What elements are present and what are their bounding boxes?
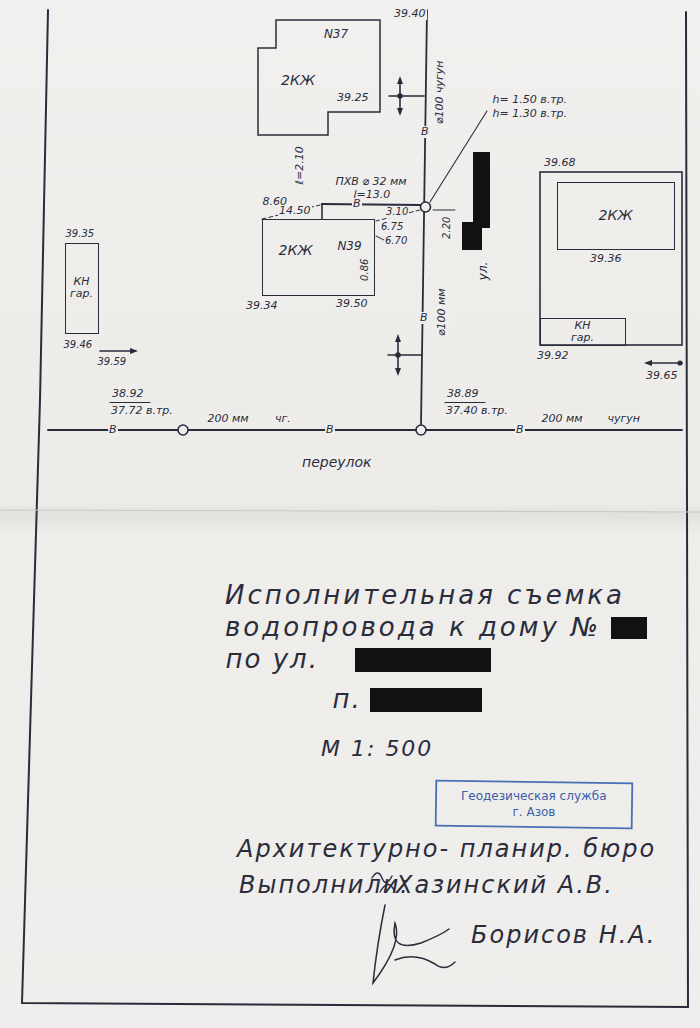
plan-label: В xyxy=(325,424,335,437)
elevation-arrow xyxy=(644,360,652,366)
plan-label: В xyxy=(420,126,430,139)
service-pipe xyxy=(321,204,323,219)
building-label: КН гар. xyxy=(68,276,96,299)
redaction xyxy=(611,617,647,639)
plan-label: п. xyxy=(332,685,363,715)
stamp-frame xyxy=(436,781,633,829)
title-text: Исполнительная съемка водопровода к дому… xyxy=(225,580,625,642)
plan-label: 6.70 xyxy=(384,235,408,247)
valve-symbol xyxy=(388,354,422,356)
plan-label: 200 мм xyxy=(207,413,250,426)
plan-label: Архитектурно- планир. бюро xyxy=(236,836,657,864)
plan-label: Хазинский А.В. xyxy=(395,872,615,900)
plan-label: 39.40 xyxy=(393,8,427,21)
valve-symbol xyxy=(395,334,401,342)
plan-label: 38.92 xyxy=(111,388,145,401)
valve-symbol xyxy=(389,95,424,97)
building-outline: КН гар. xyxy=(540,318,626,346)
plan-label: h= 1.50 в.тр. xyxy=(492,94,569,107)
plan-label: 0.86 xyxy=(359,258,371,282)
valve-symbol xyxy=(396,353,400,357)
plan-label: ℓ=2.10 xyxy=(294,145,307,185)
plan-label: г. Азов xyxy=(512,806,557,820)
plan-label: 38.89 xyxy=(446,388,480,401)
valve-symbol xyxy=(398,94,402,98)
redaction xyxy=(462,222,482,250)
building-label: 2КЖ xyxy=(599,208,633,223)
valve-symbol xyxy=(397,76,403,84)
plan-label: В xyxy=(352,198,362,211)
valve-symbol xyxy=(395,368,401,376)
plan-label: 39.92 xyxy=(536,350,570,363)
plan-label: Выполнили: xyxy=(238,872,411,900)
building-label: КН гар. xyxy=(568,320,598,343)
service-pipe xyxy=(322,204,420,205)
plan-label: ул. xyxy=(477,261,491,282)
signature xyxy=(373,905,455,983)
tie-line xyxy=(376,236,384,240)
building-label: N39 xyxy=(337,240,361,253)
branch-pipe xyxy=(421,10,427,425)
tie-line xyxy=(433,210,455,211)
title-block: Исполнительная съемка водопровода к дому… xyxy=(225,580,665,643)
plan-label: 39.46 xyxy=(63,339,94,351)
plan-label: ⌀100 чугун xyxy=(434,59,447,125)
plan-label: М 1: 500 xyxy=(320,736,434,761)
well xyxy=(421,202,431,212)
plan-label: 39.59 xyxy=(97,356,128,368)
elevation-arrow xyxy=(647,362,682,364)
building-label: N37 xyxy=(324,28,348,41)
lot-outline xyxy=(540,172,682,345)
plan-label: В xyxy=(108,424,118,437)
well xyxy=(416,425,426,435)
building-outline: N37 2КЖ xyxy=(258,20,380,135)
plan-label: 39.36 xyxy=(589,253,623,266)
plan-label: чг. xyxy=(274,413,292,426)
building-outline: КН гар. xyxy=(65,243,99,334)
fraction-bar xyxy=(110,402,150,403)
redaction xyxy=(370,688,482,712)
plan-label: 39.65 xyxy=(645,370,679,383)
sheet-frame xyxy=(22,10,688,1007)
plan-label: ПХВ ⌀ 32 мм xyxy=(335,176,408,189)
plan-label: 3.10 xyxy=(385,206,409,218)
elevation-arrow xyxy=(678,361,682,365)
plan-label: 37.40 в.тр. xyxy=(445,405,509,418)
plan-label: 39.35 xyxy=(65,228,96,240)
plan-label: 2.20 xyxy=(441,216,453,240)
plan-label: h= 1.30 в.тр. xyxy=(492,108,569,121)
fraction-bar xyxy=(445,402,485,403)
plan-label: 14.50 xyxy=(278,205,312,218)
plan-label: 39.25 xyxy=(336,92,370,105)
plan-label: В xyxy=(515,424,525,437)
plan-label: ⌀100 мм xyxy=(436,287,449,337)
redaction xyxy=(355,648,491,672)
plan-label: 39.50 xyxy=(335,298,369,311)
elevation-arrow xyxy=(130,348,138,354)
plan-label: по ул. xyxy=(225,645,320,675)
plan-label: 39.34 xyxy=(245,300,279,313)
redaction xyxy=(473,152,490,228)
plan-label: 37.72 в.тр. xyxy=(110,405,174,418)
main-pipe xyxy=(48,429,682,431)
valve-symbol xyxy=(397,108,403,116)
plan-label: 6.75 xyxy=(380,221,404,233)
plan-label: чугун xyxy=(607,413,642,426)
building-outline: 2КЖ N39 xyxy=(262,219,375,296)
plan-label: В xyxy=(419,312,429,325)
plan-label: Борисов Н.А. xyxy=(470,922,657,950)
building-outline: 2КЖ xyxy=(557,182,675,250)
fold-line xyxy=(0,510,700,512)
building-shape xyxy=(258,20,380,135)
plan-label: 39.68 xyxy=(543,157,577,170)
building-shape xyxy=(258,20,380,135)
elevation-arrow xyxy=(100,350,135,352)
building-label: 2КЖ xyxy=(281,73,315,88)
well xyxy=(178,425,188,435)
building-label: 2КЖ xyxy=(279,243,313,258)
plan-label: переулок xyxy=(301,454,373,470)
plan-label: Геодезическая служба xyxy=(460,790,608,804)
plan-label: 200 мм xyxy=(541,413,584,426)
